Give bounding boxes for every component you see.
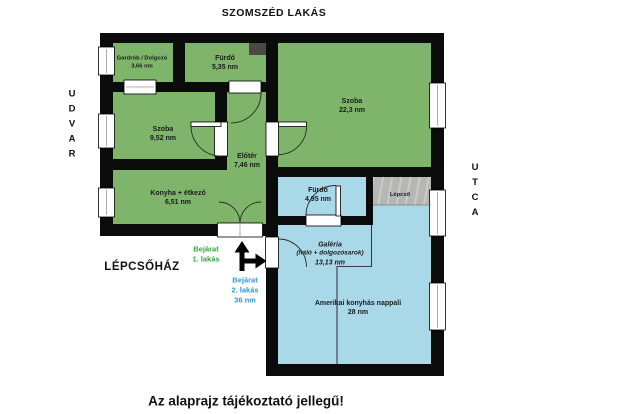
label-stairwell: LÉPCSŐHÁZ	[104, 261, 180, 273]
door-leaf-szoba-nagy	[278, 121, 307, 127]
room-fill-konyha	[113, 170, 266, 224]
window-right-szoba-nagy	[429, 82, 446, 129]
door-arc-furdo1-eloter	[230, 92, 262, 124]
wall-gardrob-furdo	[173, 43, 185, 82]
door-arc-entrance1-right	[239, 201, 262, 224]
label-lepcso: Lépcső	[389, 192, 411, 199]
window-left-szoba-kis	[98, 113, 115, 149]
door-arc-furdo2	[305, 185, 337, 216]
wall-top	[100, 33, 444, 43]
door-arc-entrance2	[278, 238, 307, 268]
opening-gardrob-szoba	[123, 79, 157, 95]
window-right-nappali	[429, 282, 446, 331]
door-furdo1-eloter	[228, 80, 262, 94]
wall-szoba-konyha	[113, 159, 227, 170]
wall-furdo2-lepcso	[366, 177, 373, 225]
door-leaf-furdo2	[335, 185, 341, 217]
door-arc-szoba-kis	[190, 126, 222, 157]
entrance-arrow-right	[240, 253, 267, 269]
label-galeria: Galéria(háló + dolgozósarok)13,13 nm	[296, 241, 364, 267]
door-entrance-apt2	[265, 236, 279, 269]
window-left-konyha	[98, 187, 115, 218]
door-furdo2	[305, 214, 342, 227]
door-szoba-nagy	[265, 121, 279, 157]
label-disclaimer: Az alaprajz tájékoztató jellegű!	[148, 393, 344, 409]
wall-upper-rooms	[113, 82, 278, 92]
label-courtyard: UDVAR	[66, 88, 78, 164]
label-neighbor-apartment: SZOMSZÉD LAKÁS	[221, 7, 327, 19]
room-fill-apartment2	[278, 177, 431, 364]
door-szoba-kis	[214, 121, 228, 157]
galeria-boundary-line	[336, 225, 373, 364]
room-fill-szoba-nagy	[277, 43, 431, 167]
door-arc-entrance1-left	[218, 201, 241, 224]
door-arc-szoba-nagy	[278, 126, 307, 155]
entrance-arrow-up	[234, 241, 250, 271]
door-leaf-szoba-kis	[190, 121, 222, 127]
window-left-gardrob	[98, 46, 115, 76]
room-fill-stairs	[373, 177, 431, 205]
door-entrance-apt1	[217, 222, 263, 238]
room-fill-gardrob	[113, 43, 173, 82]
chimney-block	[249, 39, 269, 55]
window-right-lepcso	[429, 189, 446, 237]
wall-apt2-bottom	[266, 364, 444, 376]
label-street: UTCA	[469, 162, 481, 222]
wall-szoba-nagy-bottom	[266, 167, 444, 177]
